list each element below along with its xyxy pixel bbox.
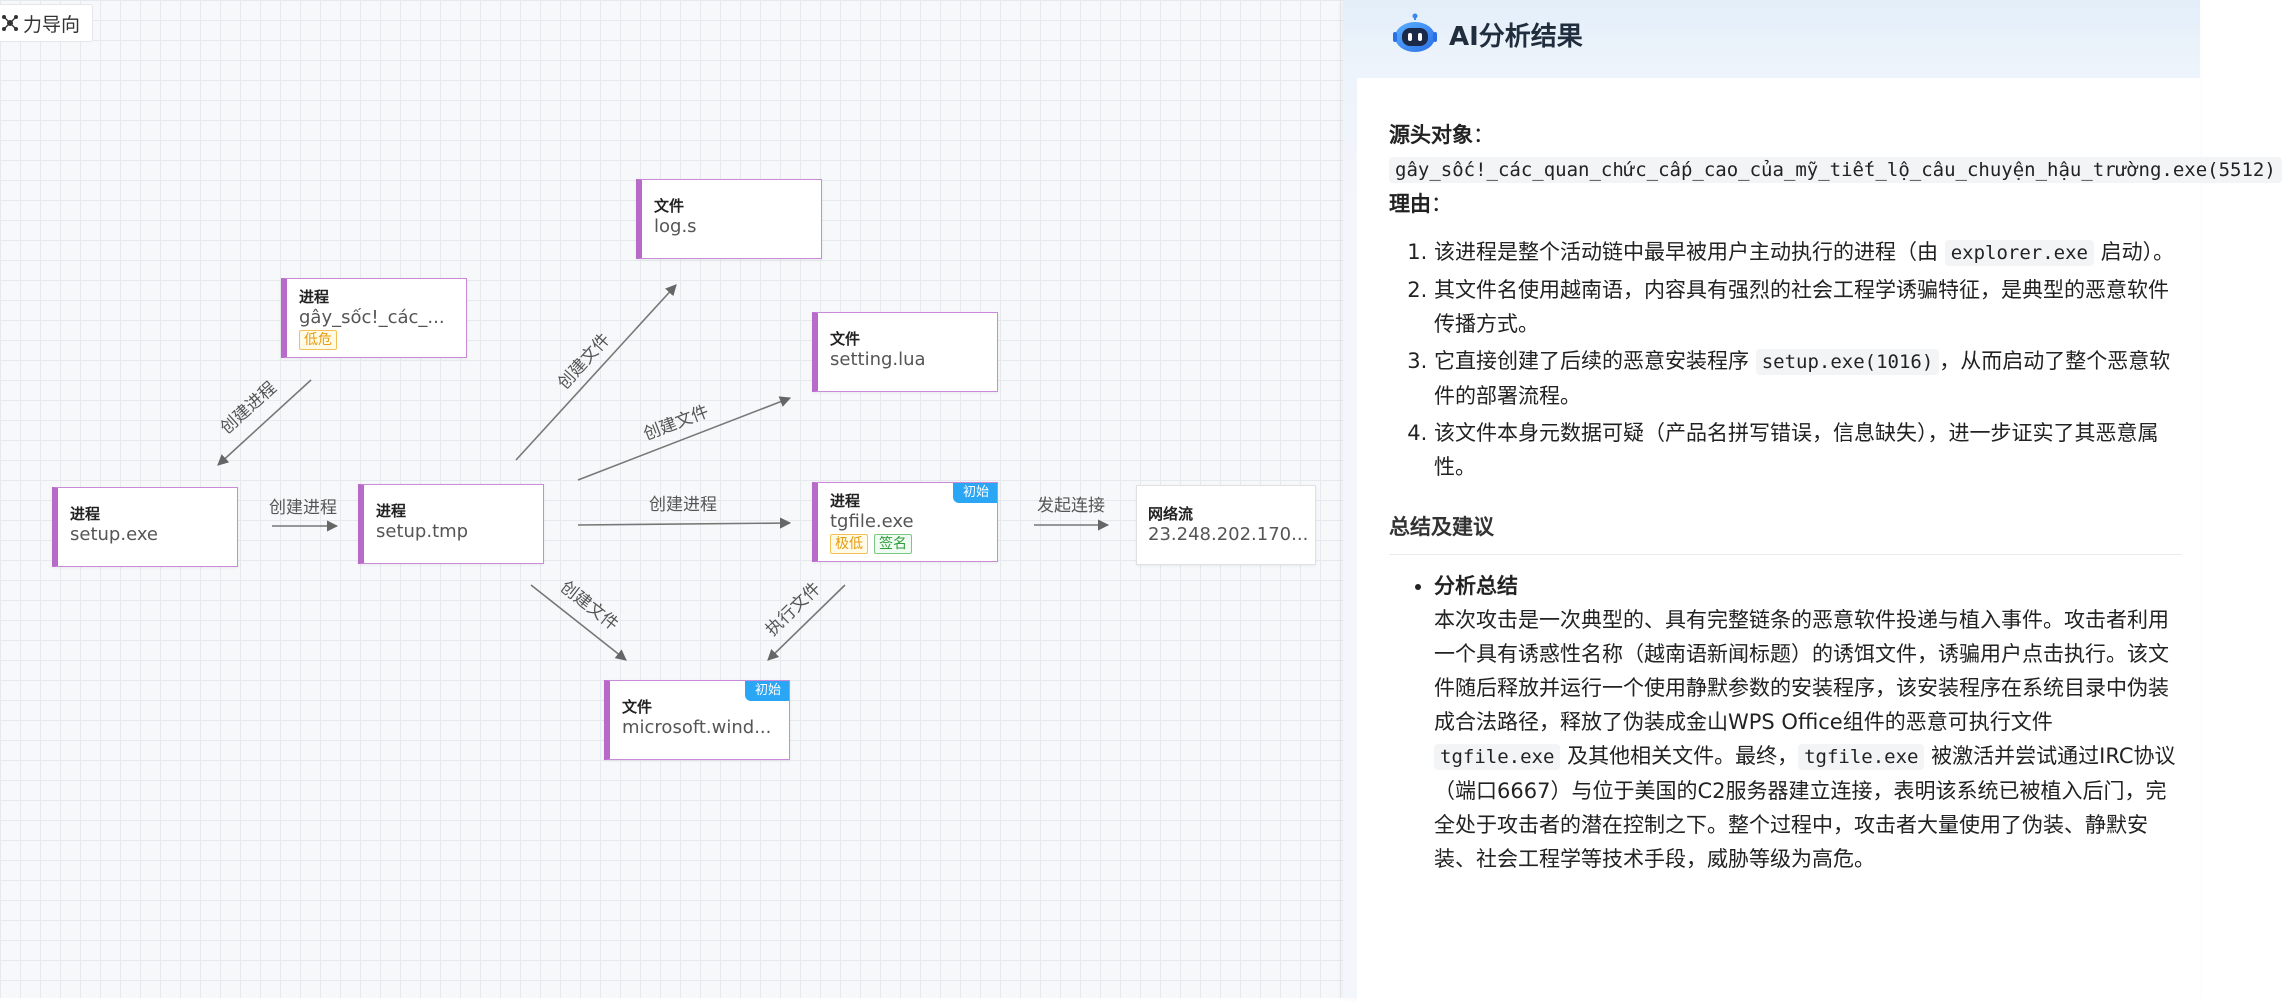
edge-label: 创建文件 xyxy=(641,402,712,445)
edge-label: 创建进程 xyxy=(217,378,281,438)
reason-text: 其文件名使用越南语，内容具有强烈的社会工程学诱骗特征，是典型的恶意软件传播方式。 xyxy=(1434,278,2169,336)
risk-tag-low: 低危 xyxy=(299,330,337,350)
edge-label: 发起连接 xyxy=(1037,496,1105,516)
analysis-content: 源头对象：gây_sốc!_các_quan_chức_cấp_cao_của_… xyxy=(1357,78,2282,1008)
colon: ： xyxy=(1431,192,1452,216)
edge-tmp-to-log xyxy=(515,284,677,461)
node-setting-file[interactable]: 文件 setting.lua xyxy=(812,312,998,392)
force-layout-label: 力导向 xyxy=(23,13,81,36)
reason-label: 理由 xyxy=(1389,192,1431,216)
node-type: 进程 xyxy=(830,492,861,510)
edge-label: 创建进程 xyxy=(269,498,337,518)
node-netflow[interactable]: 网络流 23.248.202.170... xyxy=(1136,485,1316,565)
edge-label: 执行文件 xyxy=(762,579,825,641)
node-tgfile-process[interactable]: 初始 进程 tgfile.exe 极低 签名 xyxy=(812,482,998,562)
colon: ： xyxy=(1473,123,1494,147)
node-type: 进程 xyxy=(70,505,101,523)
reason-text: 它直接创建了后续的恶意安装程序 xyxy=(1434,349,1756,373)
node-type: 进程 xyxy=(299,288,330,306)
inline-code: tgfile.exe xyxy=(1798,744,1925,770)
summary-item-title: 分析总结 xyxy=(1434,574,1518,598)
robot-icon xyxy=(1393,13,1437,52)
node-type: 文件 xyxy=(654,197,685,215)
reason-text: ，从而启动了整个恶意软件的部署流程。 xyxy=(1434,349,2171,408)
reason-list: 该进程是整个活动链中最早被用户主动执行的进程（由 explorer.exe 启动… xyxy=(1389,235,2182,484)
risk-tag-very-low: 极低 xyxy=(830,534,868,554)
ai-analysis-panel: AI分析结果 源头对象：gây_sốc!_các_quan_chức_cấp_c… xyxy=(1343,0,2282,1008)
edge-tmp-to-setting xyxy=(577,396,792,481)
node-name: log.s xyxy=(654,216,697,237)
summary-list: 分析总结 本次攻击是一次典型的、具有完整链条的恶意软件投递与植入事件。攻击者利用… xyxy=(1389,569,2182,876)
inline-code: tgfile.exe xyxy=(1434,744,1561,770)
reason-line: 理由： xyxy=(1389,187,2182,221)
summary-text: 及其他相关文件。最终， xyxy=(1560,744,1799,768)
summary-paragraph: 本次攻击是一次典型的、具有完整链条的恶意软件投递与植入事件。攻击者利用一个具有诱… xyxy=(1434,603,2182,876)
initial-badge: 初始 xyxy=(744,681,789,701)
edge-label: 创建进程 xyxy=(649,495,717,515)
node-type: 文件 xyxy=(830,330,861,348)
signed-tag: 签名 xyxy=(874,534,912,554)
reason-text: 启动）。 xyxy=(2093,240,2175,264)
node-type: 网络流 xyxy=(1148,505,1194,523)
node-gay-process[interactable]: 进程 gây_sốc!_các_... 低危 xyxy=(281,278,467,358)
graph-edges: 创建进程 创建进程 创建文件 创建文件 创建进程 发起连接 创建文件 执行文件 xyxy=(217,284,1110,661)
reason-item: 其文件名使用越南语，内容具有强烈的社会工程学诱骗特征，是典型的恶意软件传播方式。 xyxy=(1434,273,2182,341)
node-type: 进程 xyxy=(376,502,407,520)
edge-tgfile-to-microsoft xyxy=(767,584,846,661)
node-microsoft-file[interactable]: 初始 文件 microsoft.wind... xyxy=(604,680,790,760)
source-object-line: 源头对象： gây_sốc!_các_quan_chức_cấp_cao_của_… xyxy=(1389,118,2282,187)
reason-text: 该进程是整个活动链中最早被用户主动执行的进程（由 xyxy=(1434,240,1945,264)
node-name: setup.exe xyxy=(70,524,158,545)
reason-item: 它直接创建了后续的恶意安装程序 setup.exe(1016)，从而启动了整个恶… xyxy=(1434,344,2182,413)
edge-tmp-to-tgfile xyxy=(577,517,792,529)
edge-tmp-to-microsoft xyxy=(530,584,627,661)
graph-canvas[interactable]: 创建进程 创建进程 创建文件 创建文件 创建进程 发起连接 创建文件 执行文件 xyxy=(0,0,1343,998)
reason-item: 该进程是整个活动链中最早被用户主动执行的进程（由 explorer.exe 启动… xyxy=(1434,235,2182,270)
inline-code: explorer.exe xyxy=(1944,240,2094,266)
source-object-label: 源头对象 xyxy=(1389,123,1473,147)
node-name: gây_sốc!_các_... xyxy=(299,307,445,328)
source-object-value: gây_sốc!_các_quan_chức_cấp_cao_của_mỹ_ti… xyxy=(1389,157,2282,183)
edge-gay-to-setup-exe xyxy=(217,379,312,466)
panel-title: AI分析结果 xyxy=(1449,21,1583,52)
node-name: microsoft.wind... xyxy=(622,717,772,738)
node-name: 23.248.202.170... xyxy=(1148,524,1309,545)
node-setup-exe[interactable]: 进程 setup.exe xyxy=(52,487,238,567)
reason-item: 该文件本身元数据可疑（产品名拼写错误，信息缺失），进一步证实了其恶意属性。 xyxy=(1434,416,2182,484)
summary-item: 分析总结 本次攻击是一次典型的、具有完整链条的恶意软件投递与植入事件。攻击者利用… xyxy=(1434,569,2182,876)
summary-heading: 总结及建议 xyxy=(1389,510,2182,555)
force-graph-icon xyxy=(2,15,18,31)
panel-header: AI分析结果 xyxy=(1393,13,1583,54)
reason-text: 该文件本身元数据可疑（产品名拼写错误，信息缺失），进一步证实了其恶意属性。 xyxy=(1434,421,2159,479)
node-setup-tmp[interactable]: 进程 setup.tmp xyxy=(358,484,544,564)
inline-code: setup.exe(1016) xyxy=(1755,349,1940,375)
initial-badge: 初始 xyxy=(952,483,997,503)
summary-text: 本次攻击是一次典型的、具有完整链条的恶意软件投递与植入事件。攻击者利用一个具有诱… xyxy=(1434,608,2169,734)
node-name: setting.lua xyxy=(830,349,926,370)
node-name: tgfile.exe xyxy=(830,511,914,532)
node-name: setup.tmp xyxy=(376,521,469,542)
edge-label: 创建文件 xyxy=(556,577,622,635)
force-layout-button[interactable]: 力导向 xyxy=(0,4,94,42)
node-type: 文件 xyxy=(622,698,653,716)
node-log-file[interactable]: 文件 log.s xyxy=(636,179,822,259)
summary-text: 被激活并尝试通过IRC协议（端口6667）与位于美国的C2服务器建立连接，表明该… xyxy=(1434,744,2176,871)
